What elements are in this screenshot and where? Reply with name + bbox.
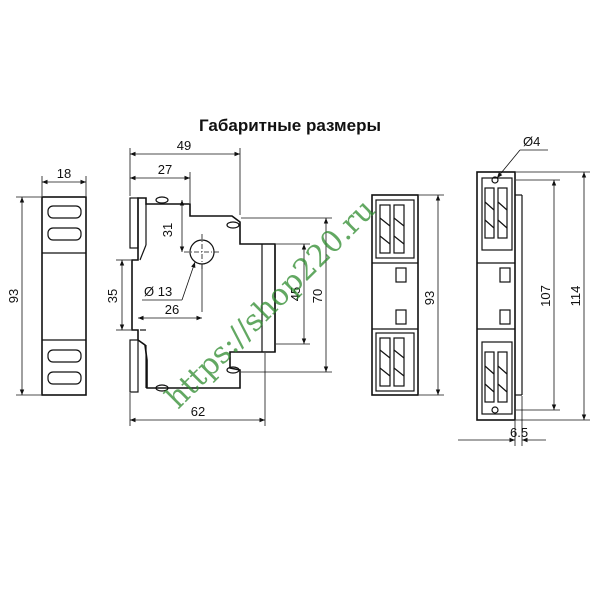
side-view: Ø 13 31 49 27 35 26 45 70 62 [105,138,332,426]
terminal-slot [47,205,82,219]
screw-icon [155,384,169,392]
watermark: https://shop220.ru [159,192,382,415]
dim-front-height: 93 [6,289,21,303]
dim-45: 45 [288,287,303,301]
terminal-slot [47,227,82,241]
screw-icon [155,196,169,204]
din-clip-bottom [129,339,139,393]
dim-front-width: 18 [57,166,71,181]
terminal-slot [47,371,82,385]
din-clip-top [129,197,139,249]
end-body [476,171,516,421]
dim-114: 114 [568,286,583,307]
back-body [371,194,419,396]
dim-35: 35 [105,289,120,303]
dim-hole-diameter: Ø 13 [144,284,172,299]
dim-62: 62 [191,404,205,419]
dim-26: 26 [165,302,179,317]
drawing-title: Габаритные размеры [199,116,381,135]
screw-icon [226,366,240,374]
mount-hole [491,406,499,414]
dim-70: 70 [310,289,325,303]
terminal-slot [47,349,82,363]
screw-icon [226,221,240,229]
side-body [131,197,276,389]
terminal-block [375,199,415,259]
dim-27: 27 [158,162,172,177]
dim-31: 31 [160,223,175,237]
dim-6-5: 6.5 [510,425,528,440]
dim-back-height: 93 [422,291,437,305]
dim-107: 107 [538,285,553,307]
back-view: 93 [371,194,444,396]
front-body [41,196,87,396]
dim-49: 49 [177,138,191,153]
end-view: Ø4 107 114 6.5 [458,134,590,446]
front-view: 18 93 [6,166,87,396]
mount-hole [491,176,499,184]
dim-hole-4: Ø4 [523,134,540,149]
terminal-block [375,332,415,392]
terminal-block [481,341,513,415]
